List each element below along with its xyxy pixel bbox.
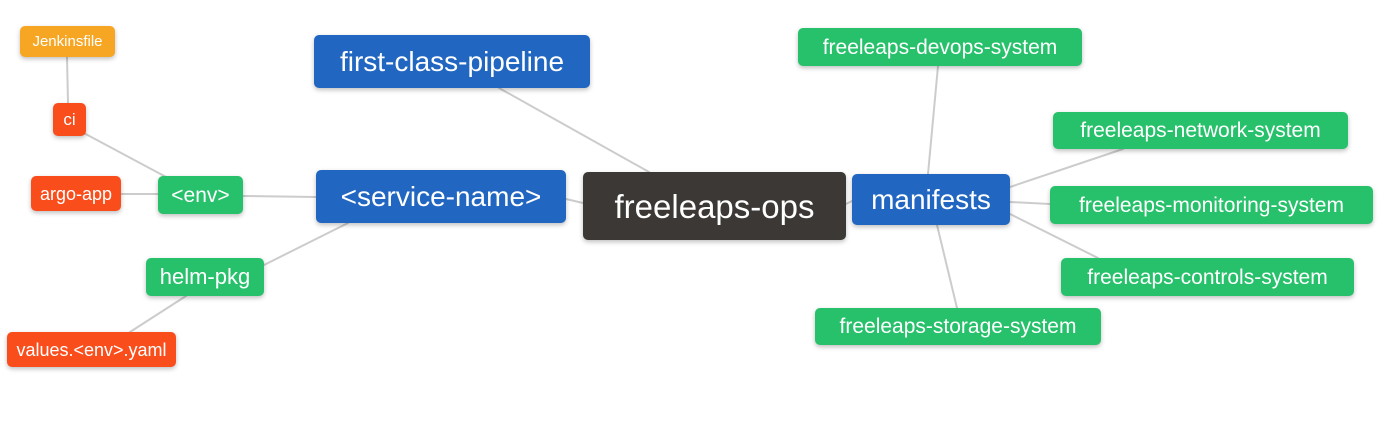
edge-manifests-storage-system (936, 224, 958, 309)
node-manifests[interactable]: manifests (852, 174, 1010, 225)
node-ci[interactable]: ci (53, 103, 86, 136)
edge-manifests-network-system (1009, 148, 1124, 188)
edge-ci-jenkinsfile (66, 56, 69, 104)
edge-manifests-controls-system (1009, 213, 1099, 259)
node-env[interactable]: <env> (158, 176, 243, 214)
edge-manifests-monitoring-system (1009, 201, 1051, 205)
edge-env-ci (79, 130, 169, 179)
node-freeleaps-monitoring-system[interactable]: freeleaps-monitoring-system (1050, 186, 1373, 224)
node-argo-app[interactable]: argo-app (31, 176, 121, 211)
node-jenkinsfile[interactable]: Jenkinsfile (20, 26, 115, 57)
node-first-class-pipeline[interactable]: first-class-pipeline (314, 35, 590, 88)
edge-freeleaps-ops-service-name (565, 198, 584, 204)
node-freeleaps-storage-system[interactable]: freeleaps-storage-system (815, 308, 1101, 345)
node-freeleaps-ops[interactable]: freeleaps-ops (583, 172, 846, 240)
node-helm-pkg[interactable]: helm-pkg (146, 258, 264, 296)
node-freeleaps-controls-system[interactable]: freeleaps-controls-system (1061, 258, 1354, 296)
node-values-env-yaml[interactable]: values.<env>.yaml (7, 332, 176, 367)
node-freeleaps-network-system[interactable]: freeleaps-network-system (1053, 112, 1348, 149)
edge-freeleaps-ops-manifests (845, 200, 853, 205)
edge-service-name-helm-pkg (261, 222, 349, 267)
edge-freeleaps-ops-first-class-pipeline (498, 87, 650, 173)
edge-service-name-env (242, 195, 317, 198)
node-freeleaps-devops-system[interactable]: freeleaps-devops-system (798, 28, 1082, 66)
edge-manifests-devops-system (927, 65, 939, 175)
node-service-name[interactable]: <service-name> (316, 170, 566, 223)
edge-helm-pkg-values-env-yaml (129, 295, 187, 333)
